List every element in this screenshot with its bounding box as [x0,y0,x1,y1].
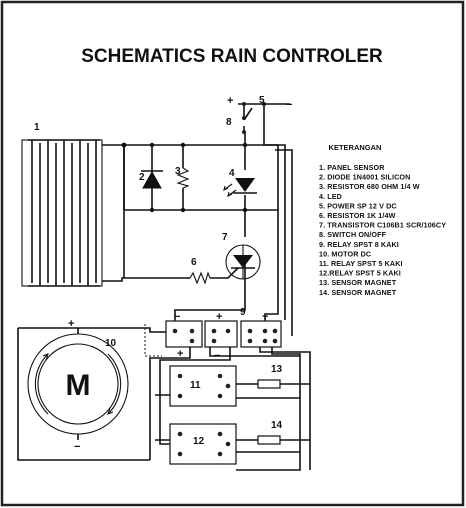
legend-item: 5. POWER SP 12 V DC [319,201,397,210]
label-13: 13 [271,364,283,375]
label-8: 8 [226,117,232,128]
diode [141,165,163,195]
circuit-wires [17,103,311,471]
led [223,178,257,198]
power-minus-sign: − [286,99,292,111]
legend-item: 4. LED [319,192,342,201]
legend-item: 8. SWITCH ON/OFF [319,230,387,239]
motor-dc: M [27,328,129,440]
resistor-1k [189,271,211,285]
relay-5-pin-b [169,423,237,465]
motor-plus-sign: + [68,318,74,330]
motor-minus-sign: − [74,441,80,453]
legend-item: 13. SENSOR MAGNET [319,278,397,287]
legend-item: 7. TRANSISTOR C106B1 SCR/106CY [319,221,446,230]
diagram-title: SCHEMATICS RAIN CONTROLER [81,46,383,67]
label-5: 5 [259,95,265,106]
relay9-plus-sign-2: + [262,311,268,323]
label-9: 9 [240,307,246,318]
motor-symbol: M [66,369,91,402]
relay11-minus-sign: − [214,350,220,362]
legend-item: 1. PANEL SENSOR [319,163,385,172]
label-2: 2 [139,172,145,183]
relay-8-pin [165,320,282,348]
label-1: 1 [34,122,40,133]
legend-item: 11. RELAY SPST 5 KAKI [319,259,403,268]
legend-heading: KETERANGAN [329,143,382,152]
legend-item: 14. SENSOR MAGNET [319,288,397,297]
magnet-sensor-a [257,379,281,389]
legend-item: 10. MOTOR DC [319,249,371,258]
legend-item: 12.RELAY SPST 5 KAKI [319,269,401,278]
junction-dots [121,142,248,213]
legend-item: 3. RESISTOR 680 OHM 1/4 W [319,182,420,191]
on-off-switch[interactable] [242,107,253,134]
power-supply-terminals [242,102,270,106]
label-6: 6 [191,257,197,268]
relay-5-pin-a [169,365,237,407]
label-3: 3 [175,166,181,177]
magnet-sensor-b [257,435,281,445]
power-plus-sign: + [227,95,233,107]
relay9-plus-sign: + [216,311,222,323]
label-11: 11 [190,380,201,391]
label-12: 12 [193,436,205,447]
legend-item: 6. RESISTOR 1K 1/4W [319,211,396,220]
resistor-680-ohm [176,167,190,189]
label-7: 7 [222,232,228,243]
label-14: 14 [271,420,283,431]
relay11-plus-sign: + [177,348,183,360]
legend-item: 2. DIODE 1N4001 SILICON [319,173,410,182]
relay9-minus-sign: − [174,311,180,323]
label-10: 10 [105,338,117,349]
legend-item: 9. RELAY SPST 8 KAKI [319,240,399,249]
scr-transistor [225,244,261,280]
label-4: 4 [229,168,235,179]
panel-sensor [21,139,103,287]
